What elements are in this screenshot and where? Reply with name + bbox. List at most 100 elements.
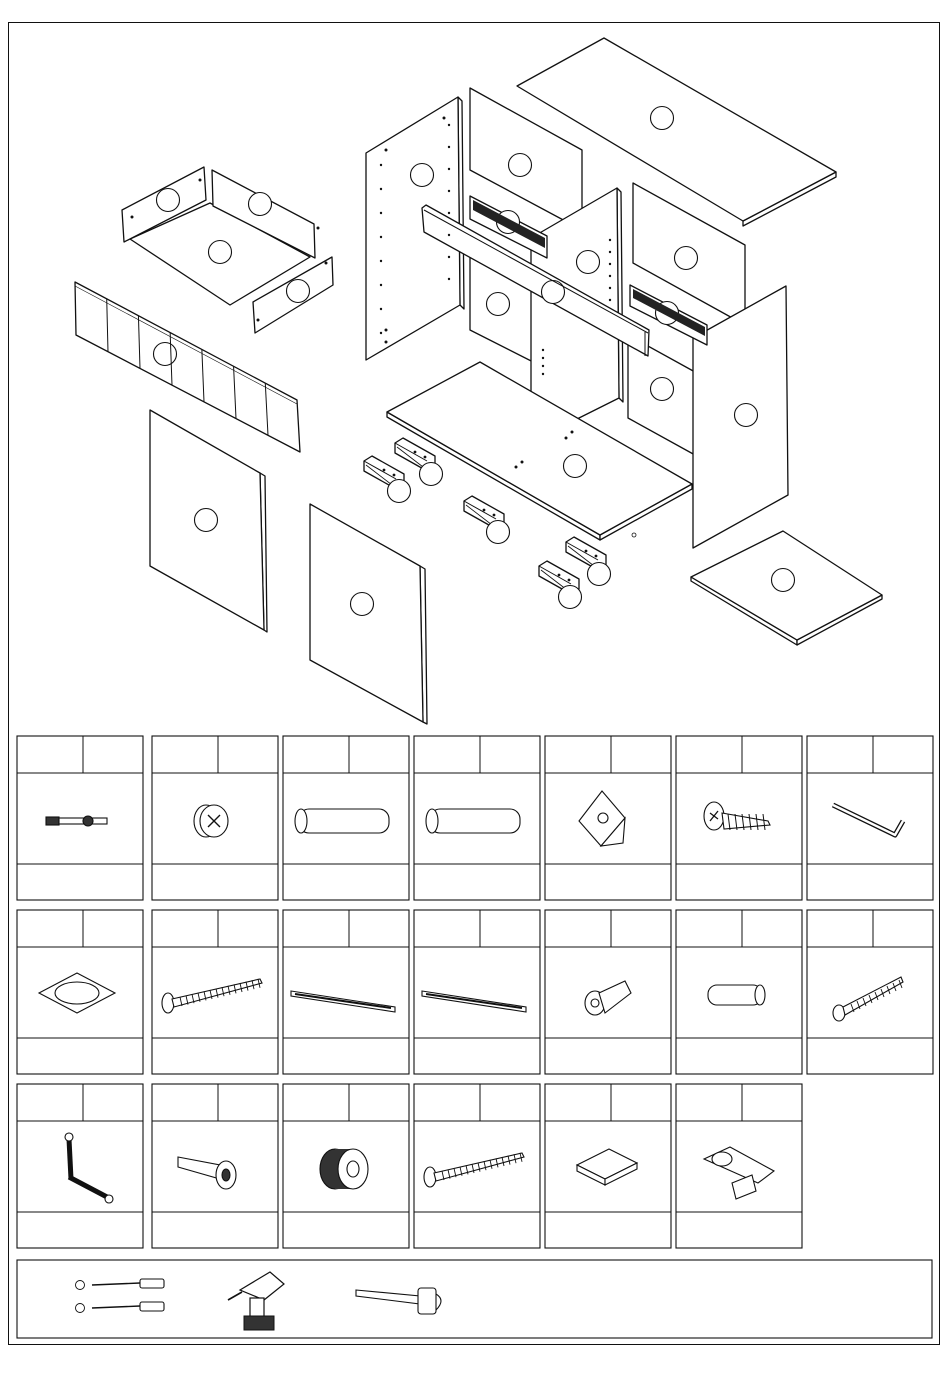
hardware-cell — [545, 910, 671, 1074]
foot-2-hole — [424, 456, 427, 459]
shelf-pin-icon — [105, 1195, 113, 1203]
drawer-back-callout — [249, 193, 272, 216]
hardware-cell — [807, 736, 933, 900]
panel-hole — [609, 299, 611, 301]
shelf-panel — [691, 531, 882, 645]
drawer-side-left-callout — [157, 189, 180, 212]
drill-battery — [244, 1316, 274, 1330]
hardware-cell — [807, 910, 933, 1074]
panel-hole — [380, 260, 382, 262]
panel-hole — [542, 349, 544, 351]
foot-2-hole — [414, 451, 417, 454]
tools-box — [17, 1260, 932, 1338]
wood-dowel-large-icon — [295, 809, 389, 833]
hammer-head — [418, 1288, 436, 1314]
shelf-pin-icon — [65, 1133, 73, 1141]
assembly-hole — [317, 227, 320, 230]
bottom-panel-hole — [632, 533, 636, 537]
hardware-cell-frame — [17, 1084, 143, 1248]
cam-lock-icon — [194, 805, 228, 837]
hardware-cell — [414, 1084, 540, 1248]
assembly-hole — [131, 216, 134, 219]
assembly-hole — [565, 437, 568, 440]
assembly-hole — [571, 431, 574, 434]
foot-4-hole — [568, 579, 571, 582]
panel-hole — [609, 263, 611, 265]
top-panel-callout — [651, 107, 674, 130]
left-side-panel-callout — [411, 164, 434, 187]
hardware-cell — [545, 1084, 671, 1248]
back-panel-top-right-callout — [675, 247, 698, 270]
panel-hole — [448, 278, 450, 280]
right-side-panel-callout — [735, 404, 758, 427]
door-left — [150, 410, 267, 632]
panel-hole — [380, 332, 382, 334]
wall-plug-icon — [222, 1169, 230, 1181]
felt-pad-icon — [55, 982, 99, 1004]
connector-bolt-icon — [591, 999, 599, 1007]
assembly-hole — [521, 461, 524, 464]
hardware-cell — [676, 736, 802, 900]
foot-1-hole — [393, 474, 396, 477]
foot-5-callout — [588, 563, 611, 586]
panel-hole — [542, 365, 544, 367]
assembly-hole — [385, 149, 388, 152]
hardware-cell — [283, 910, 409, 1074]
panel-hole — [448, 256, 450, 258]
back-panel-top-left-callout — [509, 154, 532, 177]
door-right — [310, 504, 427, 724]
panel-hole — [380, 308, 382, 310]
flat-screwdriver-icon-symbol — [76, 1304, 85, 1313]
door-left-callout — [195, 509, 218, 532]
foot-2-callout — [420, 463, 443, 486]
panel-hole — [448, 190, 450, 192]
hardware-cell — [676, 910, 802, 1074]
foot-4 — [539, 561, 582, 609]
foot-4-hole — [558, 574, 561, 577]
panel-hole — [448, 124, 450, 126]
wood-dowel-icon — [426, 809, 520, 833]
foot-5-hole — [595, 555, 598, 558]
drawer-side-right-callout — [287, 280, 310, 303]
foot-4-callout — [559, 586, 582, 609]
hardware-cell — [545, 736, 671, 900]
bumper-icon — [320, 1149, 368, 1189]
wood-dowel-icon — [430, 809, 520, 833]
hardware-cell — [152, 910, 278, 1074]
assembly-hole — [325, 262, 328, 265]
panel-hole — [448, 234, 450, 236]
hardware-grid — [17, 736, 933, 1248]
panel-hole — [609, 287, 611, 289]
wood-dowel-large-icon — [299, 809, 389, 833]
panel-hole — [448, 146, 450, 148]
small-dowel-icon — [755, 985, 765, 1005]
panel-hole — [380, 164, 382, 166]
foot-3 — [464, 496, 510, 544]
assembly-hole — [385, 341, 388, 344]
angle-bracket-icon — [598, 813, 608, 823]
panel-parts-group — [75, 38, 882, 724]
shelf-panel-callout — [772, 569, 795, 592]
wood-dowel-large-icon — [295, 809, 307, 833]
hinge-icon — [712, 1152, 732, 1166]
cam-bolt-icon — [46, 816, 107, 826]
back-panel-bottom-right-callout — [651, 378, 674, 401]
hardware-cell — [414, 910, 540, 1074]
panel-hole — [609, 251, 611, 253]
long-screw-icon — [162, 993, 174, 1013]
panel-hole — [609, 239, 611, 241]
hardware-cell — [283, 736, 409, 900]
hardware-cell — [17, 1084, 143, 1248]
small-dowel-icon — [708, 985, 762, 1005]
panel-hole — [542, 373, 544, 375]
foot-1-hole — [383, 469, 386, 472]
panel-hole — [380, 284, 382, 286]
assembly-hole — [199, 179, 202, 182]
foot-1 — [364, 456, 411, 503]
bottom-panel-callout — [564, 455, 587, 478]
panel-hole — [380, 236, 382, 238]
foot-3-callout — [487, 521, 510, 544]
hardware-cell — [17, 910, 143, 1074]
